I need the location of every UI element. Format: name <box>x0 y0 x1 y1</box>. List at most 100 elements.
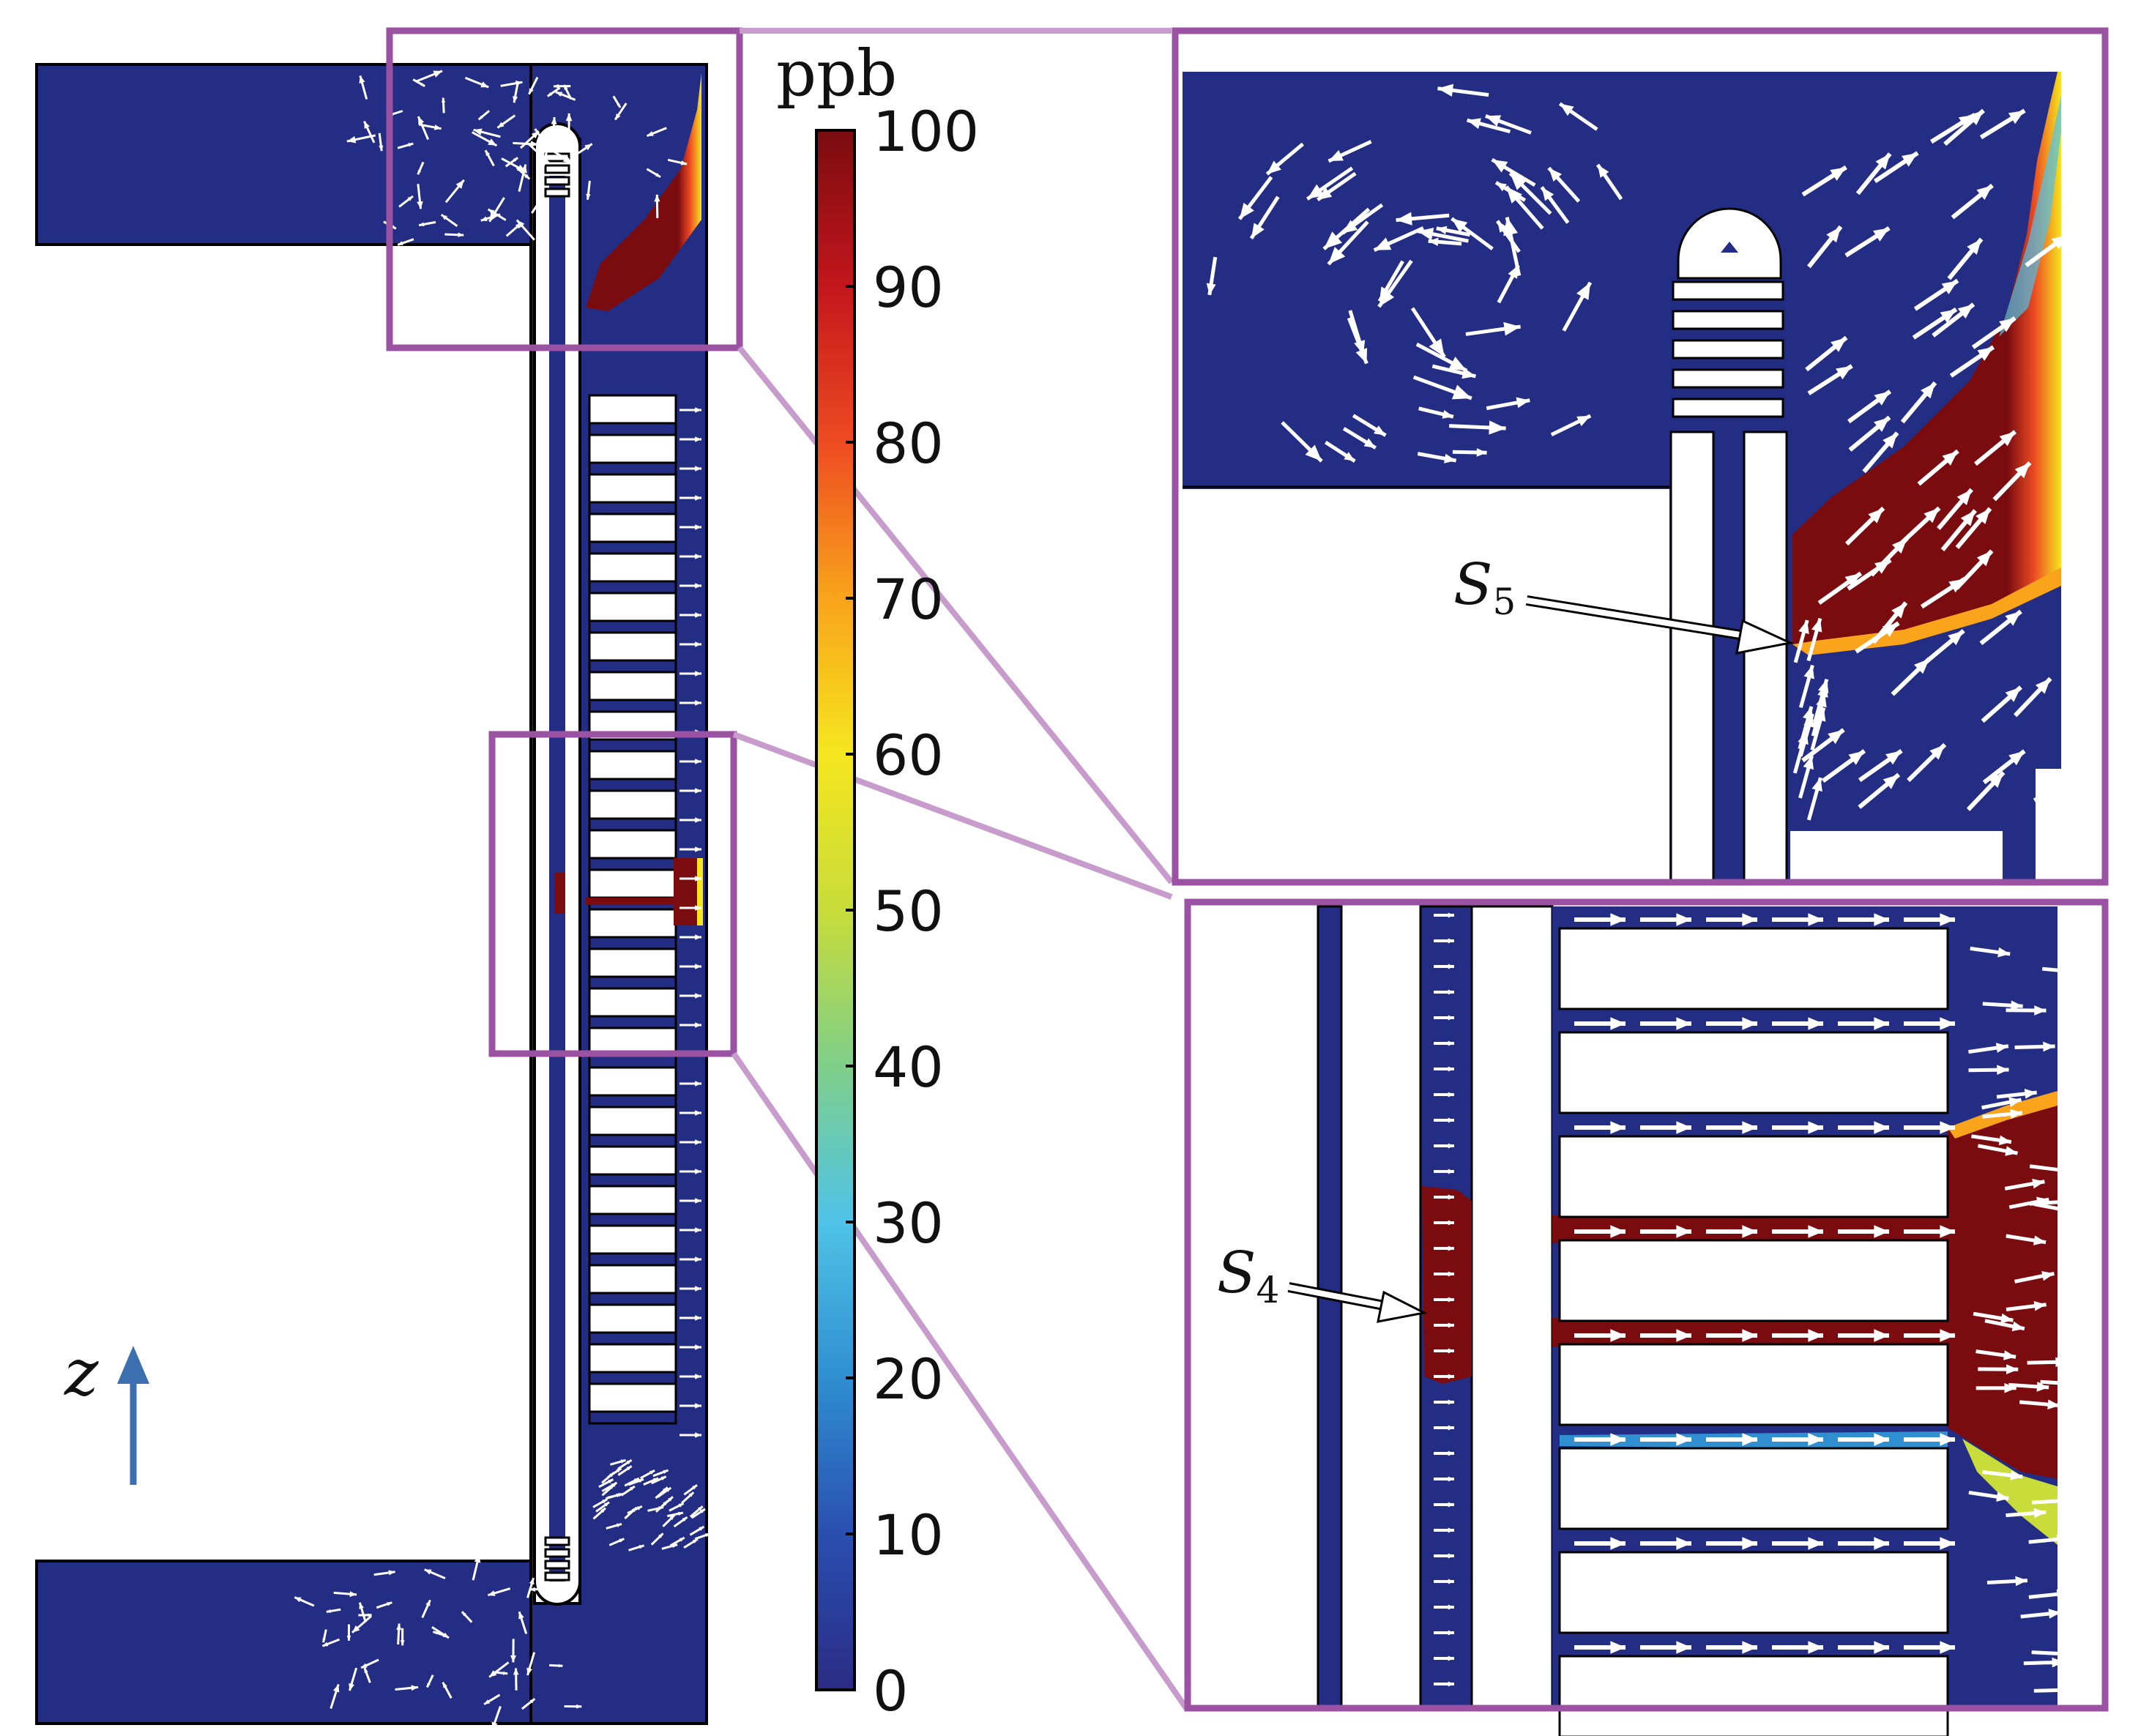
velocity-arrowhead <box>1977 347 1994 361</box>
velocity-arrowhead <box>455 179 464 189</box>
velocity-arrowhead <box>695 436 701 442</box>
velocity-arrowhead <box>488 1590 496 1596</box>
velocity-arrowhead <box>2005 687 2021 702</box>
velocity-arrowhead <box>411 1685 419 1691</box>
velocity-arrowhead <box>1742 1537 1757 1550</box>
velocity-arrowhead <box>364 121 370 129</box>
velocity-arrowhead <box>1442 409 1453 419</box>
fin <box>588 868 677 899</box>
velocity-arrowhead <box>1676 1017 1691 1030</box>
velocity-arrowhead <box>695 554 701 559</box>
velocity-arrowhead <box>513 1668 519 1675</box>
velocity-arrowhead <box>1874 1225 1889 1238</box>
velocity-arrowhead <box>695 934 701 940</box>
velocity-arrowhead <box>1873 228 1890 242</box>
velocity-arrowhead <box>695 1286 701 1292</box>
velocity-arrowhead <box>1808 1121 1823 1134</box>
velocity-arrowhead <box>1811 618 1822 633</box>
velocity-arrowhead <box>1921 382 1935 399</box>
velocity-arrowhead <box>647 131 654 136</box>
velocity-arrowhead <box>1941 280 1958 294</box>
velocity-arrowhead <box>1830 167 1847 181</box>
colorbar-tick-label: 100 <box>873 99 979 164</box>
velocity-arrowhead <box>1251 223 1265 239</box>
velocity-arrowhead <box>417 201 423 209</box>
velocity-arrowhead <box>489 212 497 222</box>
velocity-arrowhead <box>1831 338 1847 352</box>
velocity-arrowhead <box>1549 168 1563 182</box>
velocity-arrowhead <box>1503 321 1521 336</box>
velocity-arrowhead <box>387 1602 392 1606</box>
velocity-arrowhead <box>2010 1470 2023 1480</box>
velocity-arrowhead <box>1844 573 1861 588</box>
top-inlet-channel <box>35 63 536 246</box>
velocity-arrowhead <box>513 157 518 162</box>
velocity-arrowhead <box>2068 1378 2081 1389</box>
colorbar-tick-label: 10 <box>873 1502 944 1568</box>
velocity-arrowhead <box>488 209 495 215</box>
velocity-arrowhead <box>692 1539 698 1543</box>
velocity-arrowhead <box>600 1508 606 1513</box>
velocity-arrowhead <box>1836 365 1852 380</box>
fin <box>588 671 677 701</box>
velocity-arrowhead <box>565 113 573 122</box>
velocity-arrowhead <box>1808 1641 1823 1654</box>
velocity-arrowhead <box>695 612 701 618</box>
velocity-arrowhead <box>398 241 403 245</box>
velocity-arrowhead <box>695 466 701 472</box>
velocity-arrowhead <box>636 1506 642 1510</box>
velocity-arrowhead <box>1742 1329 1757 1342</box>
velocity-arrowhead <box>1206 283 1216 295</box>
velocity-arrowhead <box>458 232 464 238</box>
colorbar-tick-label: 20 <box>873 1346 944 1412</box>
velocity-arrowhead <box>1817 679 1829 693</box>
z-axis-indicator: z <box>64 1335 149 1485</box>
velocity-arrowhead <box>518 1612 524 1620</box>
velocity-arrowhead <box>1355 348 1368 364</box>
velocity-arrowhead <box>1448 1066 1454 1072</box>
velocity-arrowhead <box>1924 507 1940 524</box>
velocity-arrowhead <box>617 103 621 108</box>
velocity-arrowhead <box>400 1640 405 1646</box>
velocity-arrowhead <box>695 1169 701 1174</box>
velocity-arrowhead <box>1957 304 1974 319</box>
velocity-arrowhead <box>695 1403 701 1409</box>
velocity-arrowhead <box>333 1684 340 1693</box>
velocity-arrowhead <box>1485 115 1502 127</box>
fin <box>588 750 677 781</box>
velocity-arrowhead <box>620 1459 626 1464</box>
velocity-arrowhead <box>1988 772 2004 789</box>
fin <box>588 987 677 1018</box>
rod-ring <box>544 1536 570 1546</box>
velocity-arrowhead <box>1239 202 1254 220</box>
velocity-arrowhead <box>2008 750 2025 766</box>
velocity-arrowhead <box>433 70 443 78</box>
velocity-arrowhead <box>1940 1329 1955 1342</box>
velocity-arrowhead <box>2033 1508 2047 1519</box>
colorbar-tick-label: 70 <box>873 567 944 632</box>
velocity-arrowhead <box>1874 1017 1889 1030</box>
velocity-arrowhead <box>638 1545 644 1549</box>
velocity-arrowhead <box>489 1670 497 1677</box>
velocity-arrowhead <box>1742 1121 1757 1134</box>
velocity-arrowhead <box>531 131 540 139</box>
velocity-arrowhead <box>1428 237 1439 246</box>
velocity-arrowhead <box>695 1344 701 1350</box>
fin <box>588 394 677 425</box>
velocity-arrowhead <box>473 128 483 135</box>
velocity-arrowhead <box>427 1683 431 1688</box>
fin <box>588 513 677 543</box>
velocity-arrowhead <box>680 160 688 165</box>
velocity-arrowhead <box>1848 750 1865 765</box>
velocity-arrowhead <box>2011 1000 2023 1011</box>
high-concentration-plume-top <box>586 73 701 311</box>
velocity-arrowhead <box>663 1487 668 1492</box>
empty-region <box>29 246 531 1560</box>
velocity-arrowhead <box>2041 1270 2055 1281</box>
velocity-arrowhead <box>654 194 660 202</box>
velocity-arrowhead <box>2034 1005 2047 1016</box>
velocity-arrowhead <box>322 1638 326 1643</box>
velocity-arrowhead <box>441 97 446 103</box>
velocity-arrowhead <box>1874 391 1891 406</box>
velocity-arrowhead <box>1998 1135 2011 1146</box>
